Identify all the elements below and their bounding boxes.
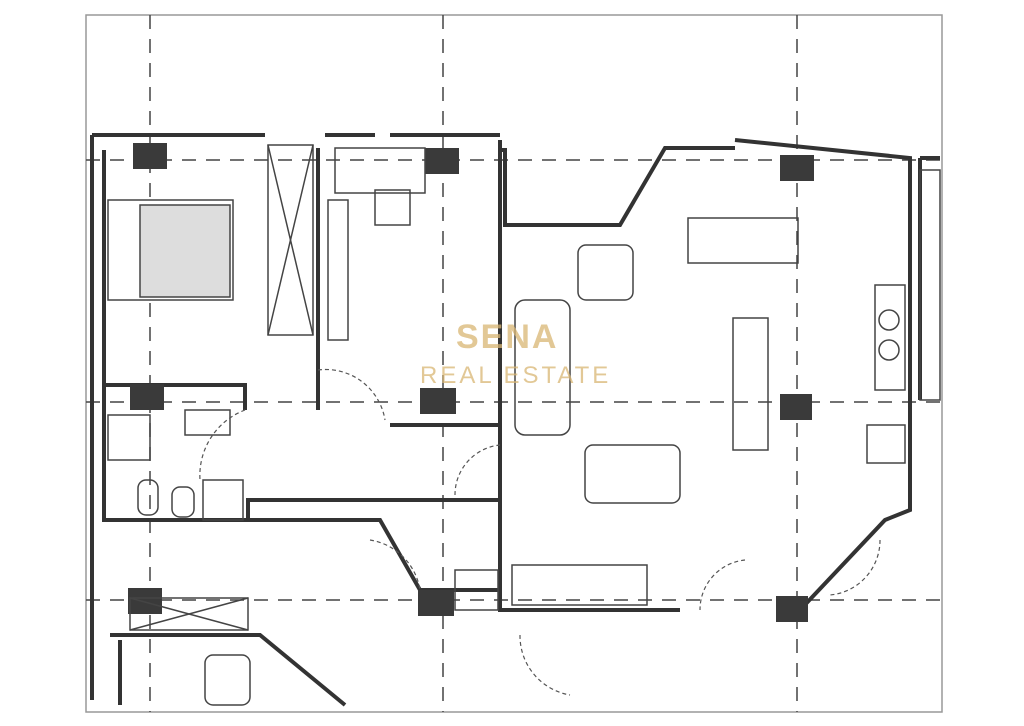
kitchen-island bbox=[732, 317, 769, 451]
bed bbox=[107, 199, 234, 301]
columns bbox=[128, 143, 814, 622]
armchair bbox=[577, 244, 634, 301]
toilet bbox=[137, 479, 159, 516]
desk bbox=[334, 147, 426, 194]
sofa bbox=[514, 299, 571, 436]
wardrobe bbox=[267, 144, 314, 336]
dining-table bbox=[687, 217, 799, 264]
sink bbox=[874, 284, 906, 391]
door-swings bbox=[199, 368, 881, 696]
watermark-logo-name: SENA bbox=[456, 318, 559, 356]
cooktop bbox=[866, 424, 906, 464]
furniture bbox=[107, 144, 941, 706]
watermark-logo-subtitle: REAL ESTATE bbox=[420, 362, 612, 389]
shower bbox=[107, 414, 151, 461]
walls bbox=[90, 133, 940, 707]
sofa-2 bbox=[584, 444, 681, 504]
plan-frame bbox=[85, 14, 943, 713]
